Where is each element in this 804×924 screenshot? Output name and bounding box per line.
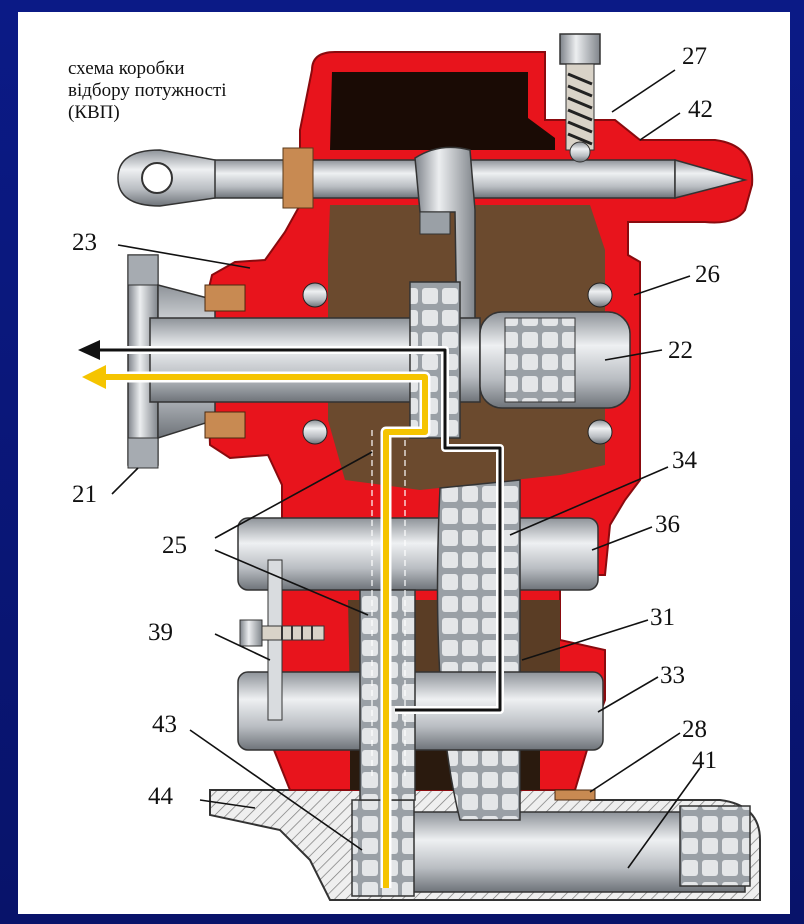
callout-27: 27 bbox=[682, 43, 707, 70]
flange-lug-top bbox=[127, 254, 159, 286]
fork-bolt bbox=[419, 211, 451, 235]
lower-right-gear bbox=[679, 805, 751, 887]
callout-23: 23 bbox=[72, 229, 97, 256]
detent-ball bbox=[569, 141, 591, 163]
callout-31: 31 bbox=[650, 604, 675, 631]
hidden-lines bbox=[371, 430, 406, 780]
diagram-title-line2: відбору потужності bbox=[68, 80, 227, 101]
callout-41: 41 bbox=[692, 747, 717, 774]
gasket-28 bbox=[554, 789, 596, 801]
diagram-title-line1: схема коробки bbox=[68, 58, 185, 79]
callout-33: 33 bbox=[660, 662, 685, 689]
bearing-ball-3 bbox=[587, 282, 613, 308]
seal-bottom bbox=[204, 411, 246, 439]
callout-25: 25 bbox=[162, 532, 187, 559]
detent-bolt-head bbox=[559, 33, 601, 65]
diagram-title-line3: (КВП) bbox=[68, 102, 120, 123]
seal-top bbox=[204, 284, 246, 312]
flange-lug-bottom bbox=[127, 437, 159, 469]
callout-36: 36 bbox=[655, 511, 680, 538]
idler-shaft-36 bbox=[237, 517, 599, 591]
detent-spring bbox=[567, 72, 593, 146]
callout-21: 21 bbox=[72, 481, 97, 508]
callout-44: 44 bbox=[148, 783, 173, 810]
rod-bushing bbox=[282, 147, 314, 209]
shaft-splines bbox=[504, 317, 576, 403]
flow-arrow-black bbox=[78, 340, 100, 360]
flow-path-black bbox=[100, 346, 504, 714]
callout-22: 22 bbox=[668, 337, 693, 364]
flow-path-yellow bbox=[100, 371, 431, 888]
bearing-ball-2 bbox=[302, 419, 328, 445]
flow-arrow-yellow bbox=[82, 365, 106, 389]
rod-eye-hole bbox=[141, 162, 173, 194]
shift-rod-tip bbox=[674, 159, 748, 199]
leader-lines bbox=[111, 69, 701, 869]
callout-34: 34 bbox=[672, 447, 697, 474]
bearing-ball-1 bbox=[302, 282, 328, 308]
callout-39: 39 bbox=[148, 619, 173, 646]
sliding-gear bbox=[409, 281, 461, 439]
lock-bolt-head bbox=[239, 619, 263, 647]
upper-cavity bbox=[330, 72, 555, 150]
callout-26: 26 bbox=[695, 261, 720, 288]
callout-43: 43 bbox=[152, 711, 177, 738]
idler-gear-34 bbox=[436, 479, 521, 821]
callout-42: 42 bbox=[688, 96, 713, 123]
bearing-ball-4 bbox=[587, 419, 613, 445]
callout-28: 28 bbox=[682, 716, 707, 743]
